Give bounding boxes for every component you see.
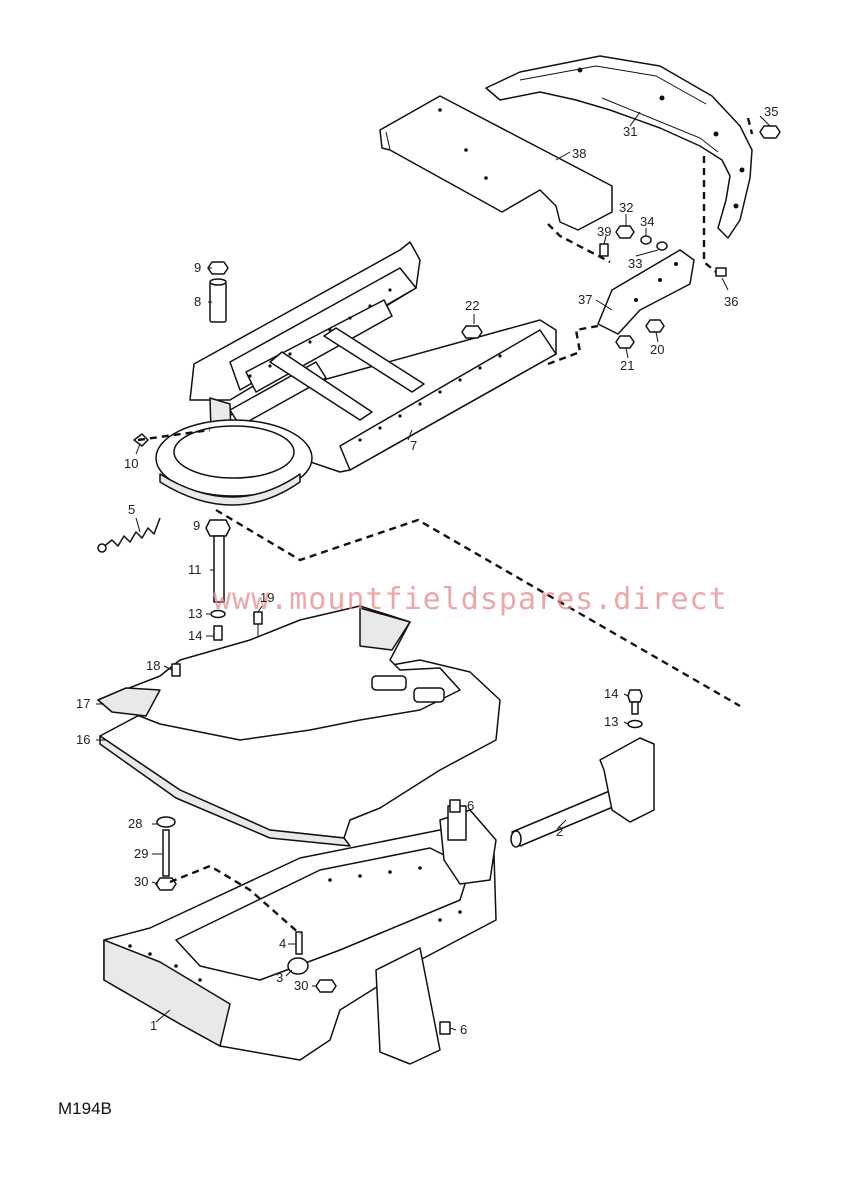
callout-14-left: 14 bbox=[188, 628, 202, 643]
part-22-nut bbox=[461, 325, 483, 339]
callout-18: 18 bbox=[146, 658, 160, 673]
part-6-grease-nipple-a bbox=[449, 799, 461, 813]
frame-holes bbox=[248, 288, 502, 442]
part-34-washer bbox=[640, 235, 652, 245]
part-21-bolt bbox=[615, 335, 635, 349]
part-18-screw bbox=[171, 663, 181, 677]
part-36-bolt bbox=[715, 267, 727, 277]
leader-lines bbox=[96, 111, 771, 1031]
callout-8: 8 bbox=[194, 294, 201, 309]
part-13-washer-a bbox=[210, 609, 226, 619]
part-3-bush bbox=[287, 957, 309, 975]
callout-10: 10 bbox=[124, 456, 138, 471]
part-6-grease-nipple-b bbox=[439, 1021, 451, 1035]
part-29-bolt bbox=[162, 829, 170, 877]
callout-38: 38 bbox=[572, 146, 586, 161]
callout-4: 4 bbox=[279, 936, 286, 951]
part-31-rear-bar bbox=[485, 55, 753, 239]
callout-20: 20 bbox=[650, 342, 664, 357]
seat-turntable bbox=[155, 419, 313, 506]
figure-code: M194B bbox=[58, 1099, 112, 1118]
callout-22: 22 bbox=[465, 298, 479, 313]
part-5-spring bbox=[97, 517, 161, 553]
part-35-nut bbox=[759, 125, 781, 139]
callout-16: 16 bbox=[76, 732, 90, 747]
part-14-bolt-a bbox=[213, 625, 223, 641]
callout-13-right: 13 bbox=[604, 714, 618, 729]
part-33-washer bbox=[656, 241, 668, 251]
callout-3: 3 bbox=[276, 970, 283, 985]
callout-33: 33 bbox=[628, 256, 642, 271]
callout-1: 1 bbox=[150, 1018, 157, 1033]
callout-30-left: 30 bbox=[134, 874, 148, 889]
part-39-bolt bbox=[599, 243, 609, 257]
callout-9-lower: 9 bbox=[193, 518, 200, 533]
callout-19: 19 bbox=[260, 590, 274, 605]
callout-39: 39 bbox=[597, 224, 611, 239]
part-9-nut-lower bbox=[205, 519, 231, 537]
part-17-mat bbox=[97, 605, 461, 741]
callout-17: 17 bbox=[76, 696, 90, 711]
callout-14-right: 14 bbox=[604, 686, 618, 701]
callout-6-upper: 6 bbox=[467, 798, 474, 813]
part-2-pivot-rod bbox=[510, 737, 655, 848]
part-8-bushing bbox=[209, 278, 227, 323]
part-32-bolt bbox=[615, 225, 635, 239]
part-14-bolt-b bbox=[627, 689, 643, 715]
callout-31: 31 bbox=[623, 124, 637, 139]
part-13-washer-b bbox=[627, 719, 643, 729]
part-28-cap bbox=[156, 816, 176, 828]
callout-36: 36 bbox=[724, 294, 738, 309]
callout-34: 34 bbox=[640, 214, 654, 229]
callout-37: 37 bbox=[578, 292, 592, 307]
callout-6-lower: 6 bbox=[460, 1022, 467, 1037]
callout-29: 29 bbox=[134, 846, 148, 861]
callout-21: 21 bbox=[620, 358, 634, 373]
callout-5: 5 bbox=[128, 502, 135, 517]
part-30-nut-b bbox=[315, 979, 337, 993]
part-20-bolt bbox=[645, 319, 665, 333]
watermark: www.mountfieldspares.direct bbox=[213, 582, 728, 617]
callout-7: 7 bbox=[410, 438, 417, 453]
callout-35: 35 bbox=[764, 104, 778, 119]
part-38-seat-plate bbox=[379, 95, 613, 231]
callout-labels: 35 31 38 32 34 39 33 9 8 36 37 22 20 21 … bbox=[76, 104, 778, 1037]
callout-9-upper: 9 bbox=[194, 260, 201, 275]
part-7-upper-frame bbox=[189, 241, 557, 473]
callout-32: 32 bbox=[619, 200, 633, 215]
part-4-pin bbox=[295, 931, 303, 955]
part-37-bracket bbox=[597, 249, 695, 335]
callout-2: 2 bbox=[556, 824, 563, 839]
callout-28: 28 bbox=[128, 816, 142, 831]
assembly-lines bbox=[137, 117, 754, 935]
callout-13-left: 13 bbox=[188, 606, 202, 621]
part-11-pin bbox=[213, 535, 225, 603]
chassis-holes bbox=[128, 866, 462, 982]
callout-11: 11 bbox=[188, 562, 202, 577]
callout-30-bottom: 30 bbox=[294, 978, 308, 993]
